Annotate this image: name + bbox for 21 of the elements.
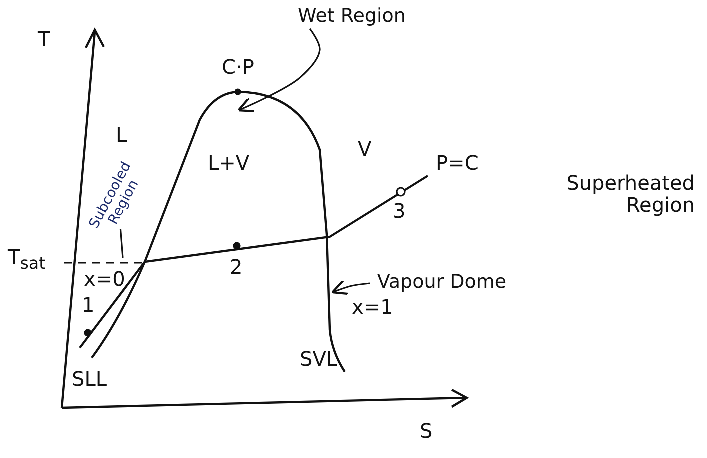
- curve-label: SLL: [72, 368, 107, 390]
- annotation: P=C: [436, 152, 479, 174]
- region-label: L+V: [208, 152, 250, 174]
- point-label: 3: [393, 200, 406, 222]
- axis-label: T: [38, 28, 50, 50]
- callout-text: Wet Region: [292, 6, 412, 27]
- point-label: 2: [230, 256, 243, 278]
- region-label: Superheated Region: [566, 172, 695, 216]
- quality-label: x=1: [352, 296, 394, 318]
- region-label: V: [358, 138, 372, 160]
- axis-label: S: [420, 420, 433, 442]
- curve-label: SVL: [300, 348, 338, 370]
- point-label: C·P: [222, 56, 254, 78]
- callout-text: Vapour Dome: [372, 272, 512, 293]
- point-label: 1: [82, 294, 95, 316]
- axis-label: T$_{sat}$: [8, 246, 46, 274]
- leader-line: [332, 280, 370, 296]
- leader-line: [238, 28, 321, 113]
- quality-label: x=0: [84, 268, 126, 290]
- leader-line: [120, 229, 124, 258]
- region-label: L: [116, 124, 128, 146]
